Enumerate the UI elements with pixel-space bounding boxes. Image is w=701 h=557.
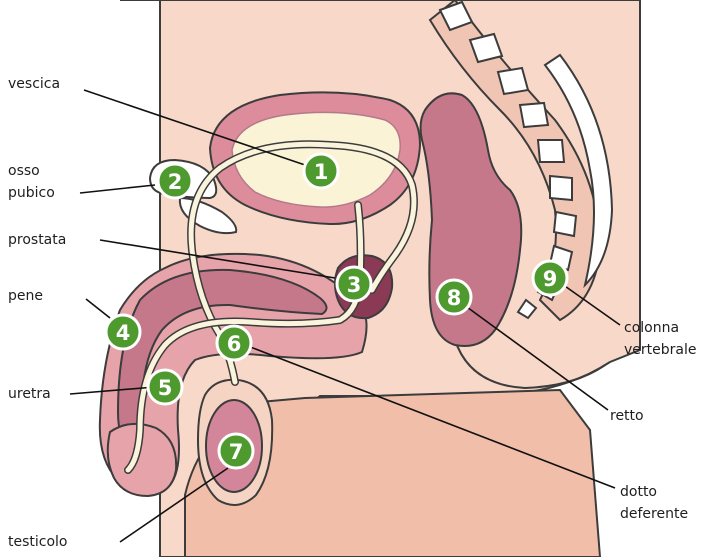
marker-4: 4 [106, 315, 140, 349]
marker-7-text: 7 [229, 440, 244, 464]
marker-8: 8 [437, 280, 471, 314]
label-osso-pubico-line2: pubico [8, 185, 55, 201]
label-vescica: vescica [8, 76, 60, 92]
marker-5: 5 [148, 370, 182, 404]
marker-6: 6 [217, 326, 251, 360]
label-testicolo: testicolo [8, 534, 68, 550]
marker-7: 7 [219, 434, 253, 468]
label-retto: retto [610, 408, 644, 424]
marker-4-text: 4 [116, 321, 131, 345]
label-osso-pubico-line1: osso [8, 163, 40, 179]
marker-2: 2 [158, 164, 192, 198]
label-dotto-line2: deferente [620, 506, 688, 522]
marker-1-text: 1 [314, 160, 329, 184]
marker-1: 1 [304, 154, 338, 188]
marker-8-text: 8 [447, 286, 462, 310]
marker-2-text: 2 [168, 170, 183, 194]
leader-osso-pubico [80, 185, 155, 193]
label-colonna-line2: vertebrale [624, 342, 696, 358]
marker-3-text: 3 [347, 273, 362, 297]
label-uretra: uretra [8, 386, 51, 402]
marker-3: 3 [337, 267, 371, 301]
marker-9-text: 9 [543, 267, 558, 291]
label-pene: pene [8, 288, 43, 304]
marker-6-text: 6 [227, 332, 242, 356]
leader-pene [86, 299, 110, 318]
label-dotto-line1: dotto [620, 484, 657, 500]
label-prostata: prostata [8, 232, 66, 248]
marker-9: 9 [533, 261, 567, 295]
marker-5-text: 5 [158, 376, 173, 400]
label-colonna-line1: colonna [624, 320, 679, 336]
